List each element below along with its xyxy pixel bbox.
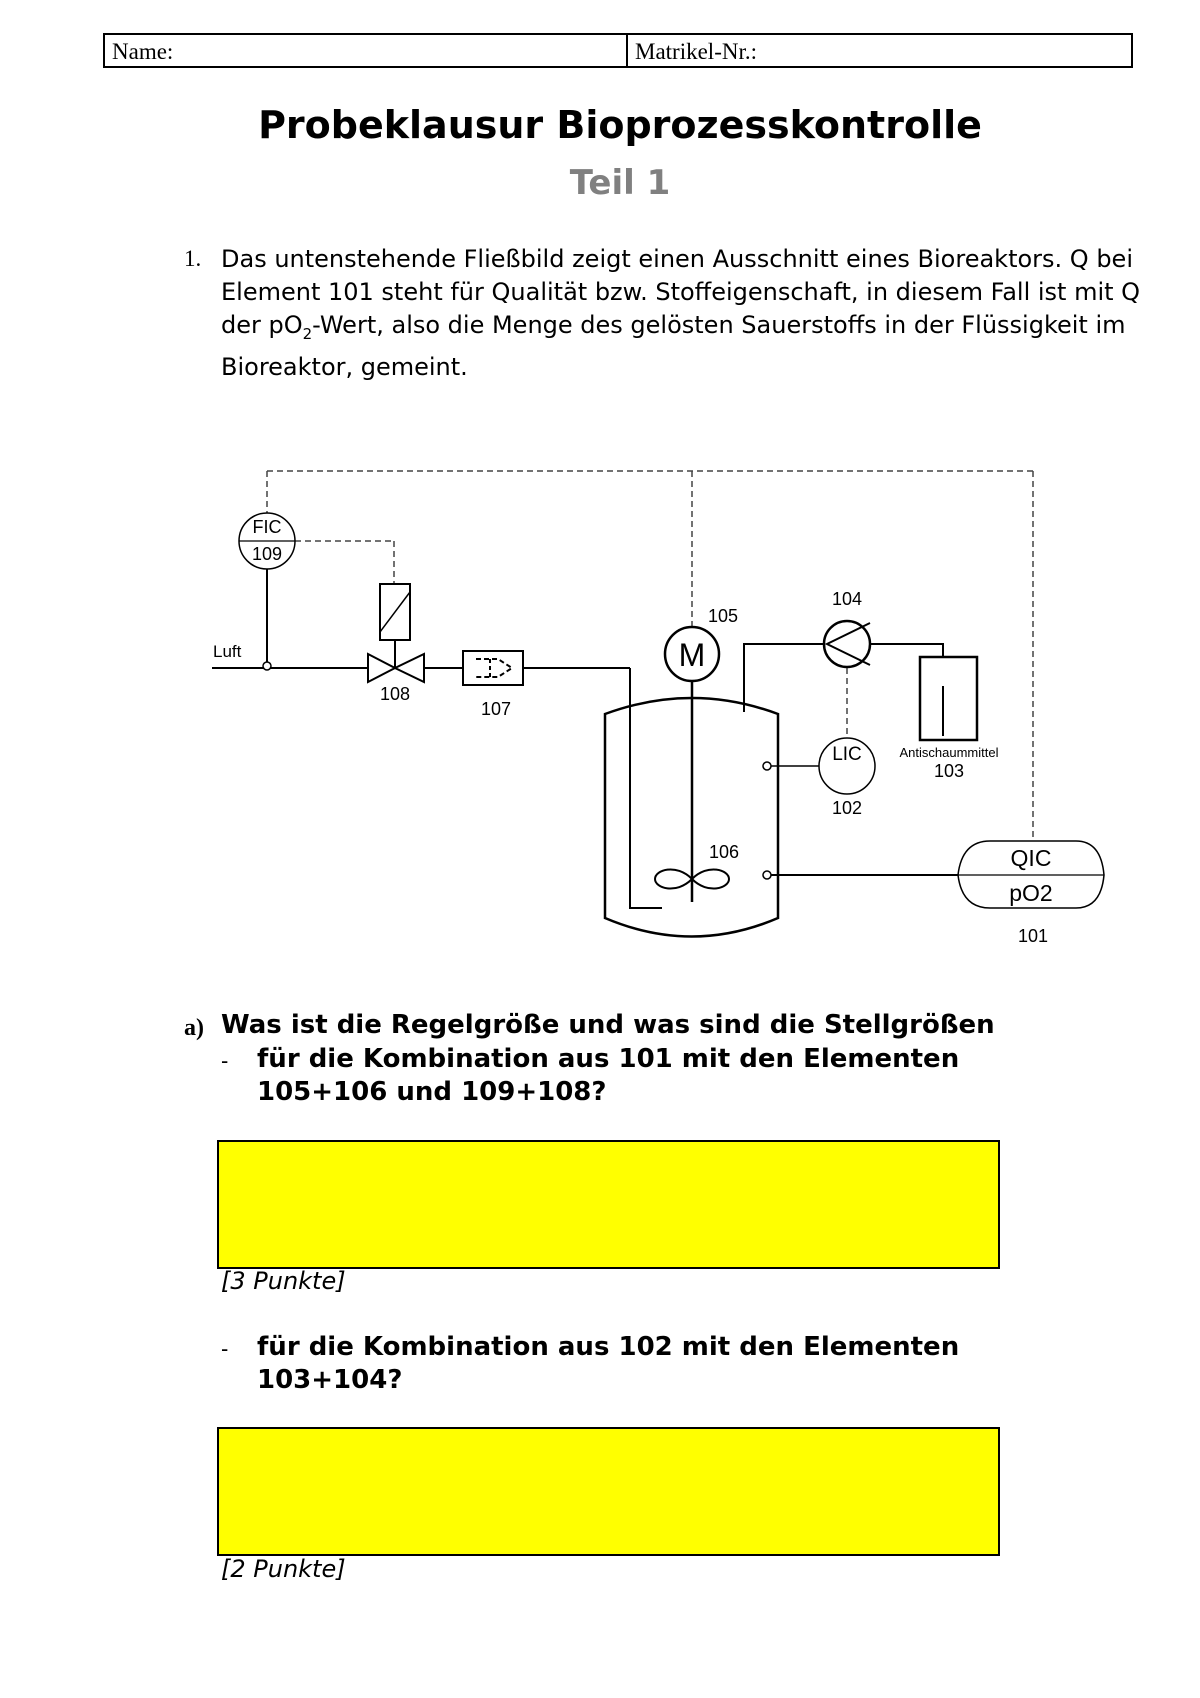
matrikel-label: Matrikel-Nr.: <box>635 39 757 64</box>
antifoam-label: Antischaummittel <box>900 745 999 760</box>
points-1: [3 Punkte] <box>221 1267 346 1295</box>
luft-label: Luft <box>213 642 242 661</box>
name-label: Name: <box>112 39 174 64</box>
qic-label: QIC <box>1011 845 1052 871</box>
bullet-text-1: für die Kombination aus 101 mit den Elem… <box>257 1043 1077 1109</box>
bullet-text-1-line1: für die Kombination aus 101 mit den Elem… <box>257 1044 960 1074</box>
filter-symbol <box>462 650 524 686</box>
fic-label: FIC <box>253 517 282 537</box>
bullet-dash-1: - <box>221 1048 229 1073</box>
motor-label: M <box>679 637 706 673</box>
bullet-text-2-line1: für die Kombination aus 102 mit den Elem… <box>257 1332 960 1362</box>
qic-sublabel: pO2 <box>1009 880 1052 906</box>
stirrer-symbol <box>653 868 731 890</box>
lic-instrument: LIC 102 <box>771 737 876 818</box>
question-text-subscript: 2 <box>302 324 313 343</box>
pump-symbol <box>822 619 872 669</box>
filter-number: 107 <box>481 699 511 719</box>
flow-diagram: M 105 106 FIC 109 Luft 108 107 104 Ant <box>212 470 1105 946</box>
antifoam-number: 103 <box>934 761 964 781</box>
question-text-part1: Das untenstehende Fließbild zeigt einen … <box>221 245 1141 339</box>
fic-number: 109 <box>252 544 282 564</box>
question-text-part2: -Wert, also die Menge des gelösten Sauer… <box>221 311 1126 381</box>
motor-number: 105 <box>708 606 738 626</box>
bullet-dash-2: - <box>221 1336 229 1361</box>
header-table: Name: Matrikel-Nr.: <box>103 33 1133 68</box>
lic-number: 102 <box>832 798 862 818</box>
question-number: 1. <box>184 246 202 271</box>
bullet-text-2: für die Kombination aus 102 mit den Elem… <box>257 1331 1077 1397</box>
fic-instrument: FIC 109 <box>238 512 296 570</box>
bioreactor-vessel <box>603 696 780 938</box>
bullet-text-2-line2: 103+104? <box>257 1365 403 1395</box>
stirrer-number: 106 <box>709 842 739 862</box>
answer-box-1[interactable] <box>217 1140 1000 1269</box>
name-field[interactable]: Name: <box>105 35 628 66</box>
page-title: Probeklausur Bioprozesskontrolle <box>258 103 982 147</box>
lic-label: LIC <box>832 744 862 765</box>
part-a-letter: a) <box>184 1015 204 1041</box>
qic-instrument: QIC pO2 101 <box>957 840 1105 946</box>
valve-number: 108 <box>380 684 410 704</box>
question-text: Das untenstehende Fließbild zeigt einen … <box>221 243 1151 384</box>
process-lines <box>212 562 958 909</box>
signal-lines <box>266 470 1034 841</box>
answer-box-2[interactable] <box>217 1427 1000 1556</box>
control-valve <box>367 583 425 684</box>
part-a-question: Was ist die Regelgröße und was sind die … <box>221 1010 995 1040</box>
points-2: [2 Punkte] <box>221 1555 346 1583</box>
antifoam-tank <box>918 655 979 742</box>
page-subtitle: Teil 1 <box>569 163 671 203</box>
qic-number: 101 <box>1018 926 1048 946</box>
matrikel-field[interactable]: Matrikel-Nr.: <box>628 35 1131 66</box>
bullet-text-1-line2: 105+106 und 109+108? <box>257 1077 607 1107</box>
pump-number: 104 <box>832 589 862 609</box>
